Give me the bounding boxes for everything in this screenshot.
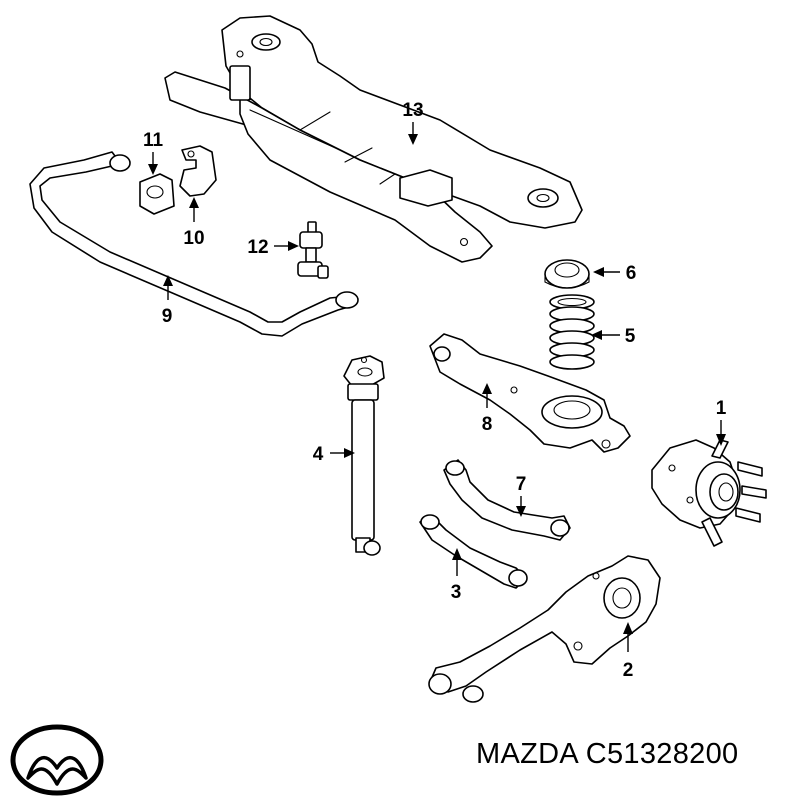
hub-studs xyxy=(701,439,767,547)
callout-11: 11 xyxy=(143,130,164,175)
crossmember xyxy=(164,15,583,263)
callout-10: 10 xyxy=(183,197,205,249)
callout-8: 8 xyxy=(482,383,493,435)
spring-seat xyxy=(544,259,590,289)
svg-text:3: 3 xyxy=(451,582,462,603)
svg-text:1: 1 xyxy=(716,398,727,419)
coil-spring xyxy=(549,294,595,370)
svg-text:11: 11 xyxy=(143,130,164,151)
bushing xyxy=(139,173,175,215)
svg-text:10: 10 xyxy=(183,228,204,249)
svg-text:7: 7 xyxy=(516,474,527,495)
callout-12: 12 xyxy=(247,237,299,258)
callout-2: 2 xyxy=(623,622,634,681)
knuckle xyxy=(428,555,661,703)
svg-text:4: 4 xyxy=(313,444,324,465)
upper-arm xyxy=(443,459,571,541)
stabilizer-link xyxy=(297,221,329,279)
callout-3: 3 xyxy=(451,548,462,603)
callout-6: 6 xyxy=(593,263,636,284)
bushing-bracket xyxy=(179,145,217,197)
svg-text:6: 6 xyxy=(626,263,637,284)
part-number-caption: MAZDA C51328200 xyxy=(476,738,739,770)
lower-arm xyxy=(429,333,631,453)
callout-9: 9 xyxy=(162,275,173,327)
shock-absorber xyxy=(343,355,385,556)
mazda-logo xyxy=(10,724,104,796)
stabilizer-bar xyxy=(29,151,359,337)
callout-1: 1 xyxy=(716,398,727,446)
svg-text:8: 8 xyxy=(482,414,493,435)
svg-text:12: 12 xyxy=(247,237,268,258)
callout-7: 7 xyxy=(516,474,527,517)
callout-13: 13 xyxy=(402,100,424,145)
svg-text:13: 13 xyxy=(402,100,423,121)
svg-text:5: 5 xyxy=(625,326,636,347)
callout-5: 5 xyxy=(591,326,636,347)
callout-4: 4 xyxy=(313,444,355,465)
svg-text:2: 2 xyxy=(623,660,634,681)
svg-text:9: 9 xyxy=(162,306,173,327)
hub xyxy=(651,439,767,547)
